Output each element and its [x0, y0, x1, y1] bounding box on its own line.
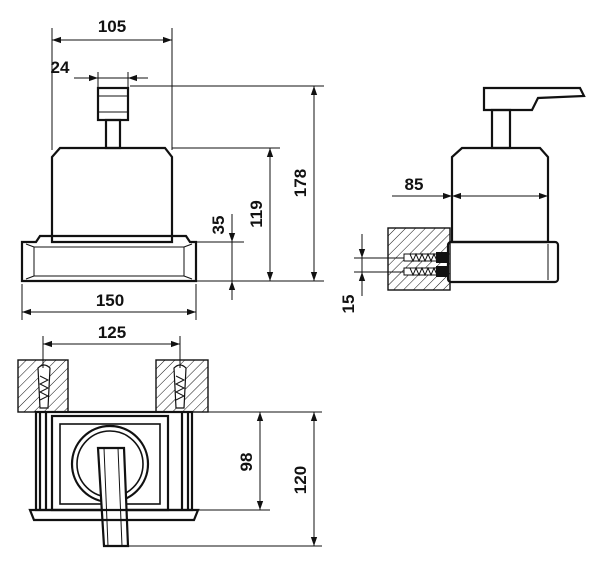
dim-base-height: 35	[209, 216, 228, 235]
dim-body-height: 119	[247, 200, 266, 227]
pump-stem	[104, 118, 122, 150]
dim-mount-height: 15	[339, 295, 358, 314]
side-container-body	[450, 146, 550, 244]
pump-lever	[482, 86, 586, 112]
dim-overall-width: 105	[98, 17, 126, 36]
side-base-plate	[446, 240, 560, 284]
dim-overall-height: 178	[291, 169, 310, 197]
pump-head	[96, 86, 130, 122]
container-body	[50, 146, 174, 244]
dim-base-width: 150	[96, 291, 124, 310]
top-lever	[96, 446, 130, 548]
front-view: 105 24 178 119 35 150	[20, 17, 324, 320]
dim-pump-width: 24	[51, 58, 70, 77]
side-view: 85 15	[339, 86, 586, 314]
top-view: 125 98 120	[17, 323, 322, 548]
side-pump-stem	[490, 108, 512, 150]
dim-overall-depth: 120	[291, 466, 310, 494]
dim-inner-depth: 98	[237, 453, 256, 472]
dim-depth: 85	[405, 175, 424, 194]
dim-fixing-distance: 125	[98, 323, 126, 342]
